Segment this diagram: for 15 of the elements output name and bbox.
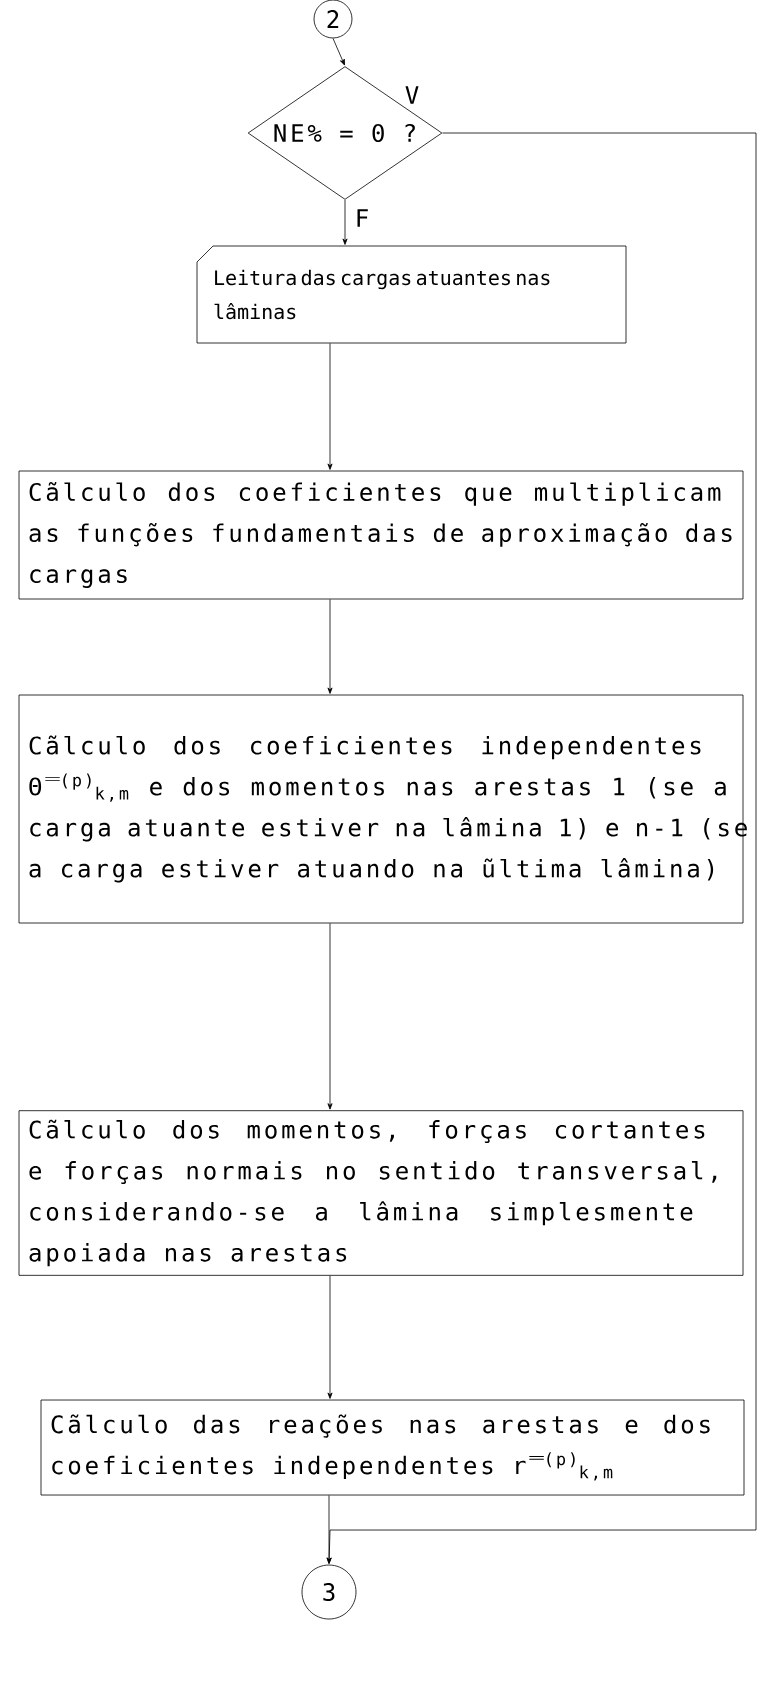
- process-box: Cãlculo dos momentos, forças cortantes e forças normais no sentido transversal, considerando-se a lâmina simplesmente apoiada nas arestas: [18, 1110, 744, 1276]
- edge-label: V: [403, 85, 421, 105]
- edge-label: F: [353, 208, 371, 228]
- arrow: [326, 132, 757, 1564]
- arrow: [327, 1275, 333, 1399]
- process-box: Cãlculo dos coeficientes independentes Θ̿$^{(p)}$$_{k,m}$ e dos momentos nas arestas 1 (se a carga atuante estiver na lâmina 1) e n-1 (se a carga estiver atuando na ũltima lâmina): [18, 694, 747, 924]
- arrow: [342, 199, 348, 245]
- arrow: [327, 343, 333, 470]
- arrow: [332, 38, 345, 66]
- arrow: [327, 599, 333, 694]
- process-box: Cãlculo dos coeficientes que multiplicam as funções fundamentais de aproximação das cargas: [18, 470, 744, 600]
- arrow: [326, 1495, 332, 1564]
- input-card: Leitura das cargas atuantes nas lâminas: [196, 245, 627, 344]
- arrow: [327, 923, 333, 1110]
- process-box: Cãlculo das reações nas arestas e dos coeficientes independentes r̿$^{(p)}$k,m: [40, 1399, 745, 1496]
